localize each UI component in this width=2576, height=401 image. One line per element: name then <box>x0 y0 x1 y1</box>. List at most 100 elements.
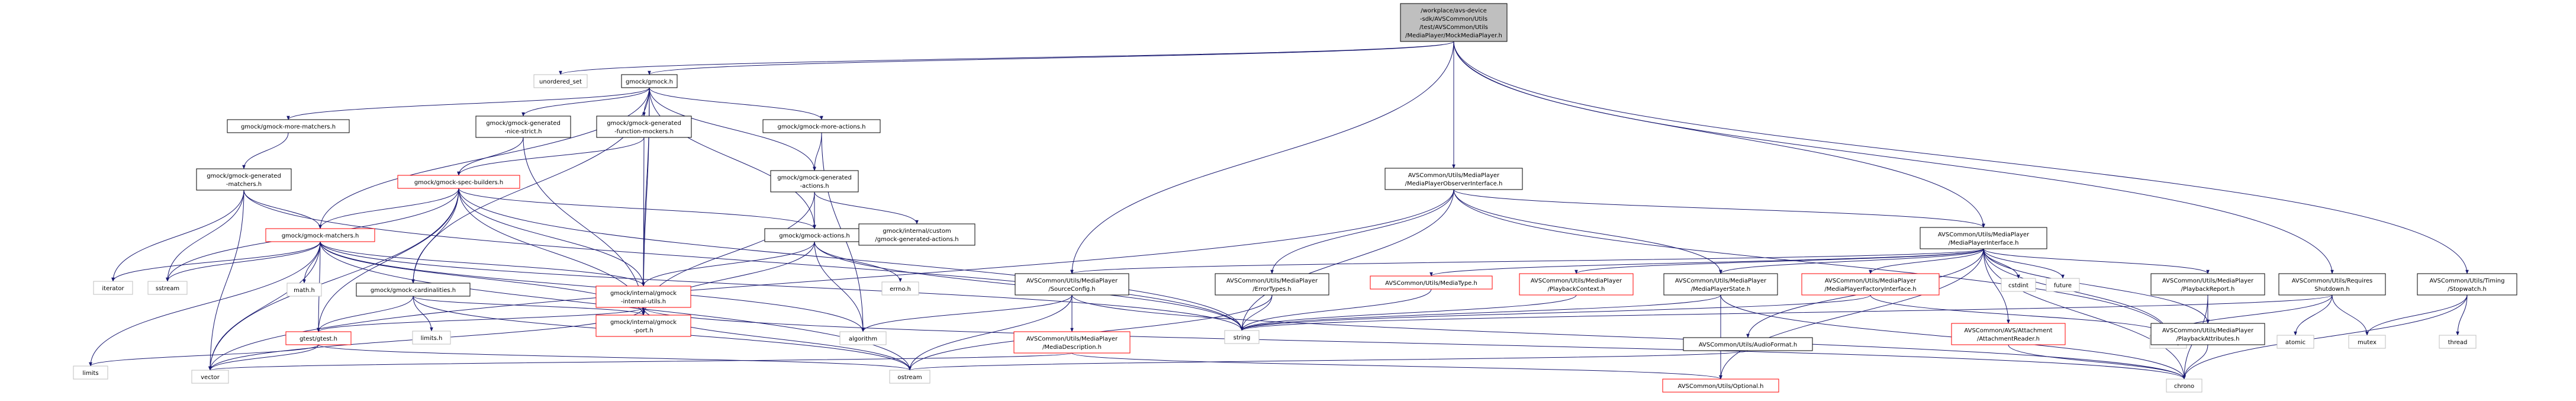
node-box <box>1951 323 2066 345</box>
node-root[interactable]: /workplace/avs-device-sdk/AVSCommon/Util… <box>1400 3 1508 42</box>
node-box <box>93 281 133 295</box>
node-label-line: gmock/gmock.h <box>626 79 673 85</box>
node-vector: vector <box>191 370 229 384</box>
node-label-line: sstream <box>156 285 179 292</box>
node-label-line: AVSCommon/Utils/MediaPlayer <box>1675 278 1767 284</box>
node-factory_interface[interactable]: AVSCommon/Utils/MediaPlayer/MediaPlayerF… <box>1801 273 1940 296</box>
node-gen_nice_strict[interactable]: gmock/gmock-generated-nice-strict.h <box>475 116 571 138</box>
node-label-line: gmock/gmock-more-matchers.h <box>241 124 336 130</box>
edge-gmock_matchers-to-iterator <box>111 241 321 282</box>
node-box <box>2001 278 2036 292</box>
node-label-line: -matchers.h <box>226 181 262 188</box>
node-internal_utils[interactable]: gmock/internal/gmock-internal-utils.h <box>595 285 691 308</box>
edge-audio_format-to-ostream <box>908 350 1749 371</box>
node-optional[interactable]: AVSCommon/Utils/Optional.h <box>1662 378 1779 393</box>
edge-spec_builders-to-cardinalities <box>411 188 459 284</box>
node-label-line: Shutdown.h <box>2314 286 2349 293</box>
edge-more_actions-to-gen_actions <box>813 132 822 171</box>
node-custom_gen_actions[interactable]: gmock/internal/custom/gmock-generated-ac… <box>858 223 975 246</box>
node-box <box>595 285 691 308</box>
node-gen_function_mockers[interactable]: gmock/gmock-generated-function-mockers.h <box>596 116 692 138</box>
edge-gen_matchers-to-vector <box>208 190 244 371</box>
node-error_types[interactable]: AVSCommon/Utils/MediaPlayer/ErrorTypes.h <box>1215 273 1329 296</box>
node-playback_context[interactable]: AVSCommon/Utils/MediaPlayer/PlaybackCont… <box>1519 273 1634 296</box>
edge-observer_interface-to-error_types <box>1270 189 1454 274</box>
edge-player_interface-to-playback_attributes <box>1983 248 2210 324</box>
node-label-line: /PlaybackAttributes.h <box>2176 336 2240 342</box>
node-media_player_state[interactable]: AVSCommon/Utils/MediaPlayer/MediaPlayerS… <box>1663 273 1778 296</box>
edge-gen_matchers-to-iterator <box>111 190 244 282</box>
node-box <box>1215 273 1329 296</box>
node-label-line: atomic <box>2285 339 2305 346</box>
node-box <box>356 283 471 297</box>
node-box <box>1519 273 1634 296</box>
node-box <box>2276 335 2314 349</box>
node-gen_actions[interactable]: gmock/gmock-generated-actions.h <box>770 170 859 193</box>
node-chrono: chrono <box>2166 378 2203 393</box>
node-box <box>1400 3 1508 42</box>
node-playback_attributes[interactable]: AVSCommon/Utils/MediaPlayer/PlaybackAttr… <box>2150 323 2265 345</box>
node-label-line: gmock/gmock-generated <box>207 173 281 179</box>
node-attachment_reader[interactable]: AVSCommon/AVS/Attachment/AttachmentReade… <box>1951 323 2066 345</box>
node-observer_interface[interactable]: AVSCommon/Utils/MediaPlayer/MediaPlayerO… <box>1384 168 1523 190</box>
node-cardinalities[interactable]: gmock/gmock-cardinalities.h <box>356 283 471 297</box>
node-spec_builders[interactable]: gmock/gmock-spec-builders.h <box>397 175 520 189</box>
node-box <box>286 283 322 297</box>
edge-internal_utils-to-chrono <box>643 307 2186 380</box>
node-player_interface[interactable]: AVSCommon/Utils/MediaPlayer/MediaPlayerI… <box>1920 227 2047 249</box>
node-label-line: gmock/gmock-actions.h <box>779 233 849 239</box>
node-iterator: iterator <box>93 281 133 295</box>
edge-player_interface-to-media_player_state <box>1719 248 1984 274</box>
node-gmock_h[interactable]: gmock/gmock.h <box>621 74 678 88</box>
node-label-line: AVSCommon/AVS/Attachment <box>1964 328 2052 334</box>
node-label-line: gmock/gmock-spec-builders.h <box>414 179 503 186</box>
nodes-layer: /workplace/avs-device-sdk/AVSCommon/Util… <box>73 3 2517 393</box>
edge-playback_context-to-string <box>1240 294 1577 331</box>
node-audio_format[interactable]: AVSCommon/Utils/AudioFormat.h <box>1683 337 1813 351</box>
node-label-line: /MediaDescription.h <box>1042 344 1102 351</box>
node-gen_matchers[interactable]: gmock/gmock-generated -matchers.h <box>196 168 292 191</box>
node-gmock_actions[interactable]: gmock/gmock-actions.h <box>764 228 865 242</box>
node-box <box>285 331 352 345</box>
node-label-line: AVSCommon/Utils/Timing <box>2430 278 2505 284</box>
node-box <box>1683 337 1813 351</box>
node-box <box>621 74 678 88</box>
node-playback_report[interactable]: AVSCommon/Utils/MediaPlayer/PlaybackRepo… <box>2150 273 2265 296</box>
node-label-line: math.h <box>294 287 315 294</box>
edge-playback_attributes-to-chrono <box>2182 344 2208 380</box>
node-media_type[interactable]: AVSCommon/Utils/MediaType.h <box>1370 275 1493 290</box>
node-label-line: AVSCommon/Utils/Requires <box>2292 278 2373 284</box>
edge-player_interface-to-optional <box>1719 248 1984 380</box>
node-label-line: iterator <box>102 285 124 292</box>
node-label-line: /AttachmentReader.h <box>1977 336 2040 342</box>
node-algorithm: algorithm <box>839 331 887 345</box>
edge-gen_nice_strict-to-spec_builders <box>457 137 524 176</box>
edge-internal_utils-to-gtest <box>317 307 644 332</box>
node-internal_port[interactable]: gmock/internal/gmock-port.h <box>595 315 691 337</box>
node-box <box>397 175 520 189</box>
node-more_actions[interactable]: gmock/gmock-more-actions.h <box>762 119 881 133</box>
node-box <box>191 370 229 384</box>
edge-gmock_actions-to-algorithm <box>814 241 865 332</box>
edge-gmock_matchers-to-internal_port <box>320 241 645 316</box>
node-media_description[interactable]: AVSCommon/Utils/MediaPlayer/MediaDescrip… <box>1013 331 1131 354</box>
edge-media_description-to-vector <box>208 352 1073 371</box>
edge-gen_function_mockers-to-spec_builders <box>457 137 645 176</box>
node-gtest[interactable]: gtest/gtest.h <box>285 331 352 345</box>
edge-cardinalities-to-gtest <box>317 296 414 332</box>
node-stopwatch[interactable]: AVSCommon/Utils/Timing/Stopwatch.h <box>2417 273 2517 296</box>
node-gmock_matchers[interactable]: gmock/gmock-matchers.h <box>265 228 375 242</box>
node-label-line: mutex <box>2358 339 2377 346</box>
edge-gmock_matchers-to-limits <box>89 241 321 367</box>
node-more_matchers[interactable]: gmock/gmock-more-matchers.h <box>227 119 350 133</box>
edge-source_config-to-algorithm <box>861 294 1073 332</box>
node-source_config[interactable]: AVSCommon/Utils/MediaPlayer/SourceConfig… <box>1015 273 1129 296</box>
node-label-line: /gmock-generated-actions.h <box>875 236 958 243</box>
node-label-line: algorithm <box>849 336 877 342</box>
edge-observer_interface-to-media_player_state <box>1453 189 1722 274</box>
node-label-line: thread <box>2448 339 2468 346</box>
edge-gmock_matchers-to-algorithm <box>320 241 865 332</box>
node-label-line: AVSCommon/Utils/MediaPlayer <box>1026 278 1118 284</box>
